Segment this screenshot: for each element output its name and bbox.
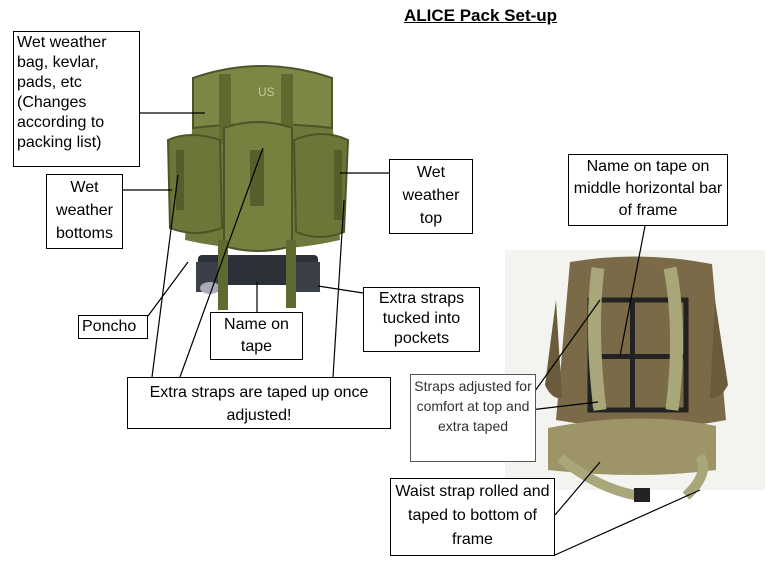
label-name-on-tape: Name on tape [210, 312, 303, 360]
label-name-on-frame: Name on tape on middle horizontal bar of… [568, 154, 728, 226]
label-wet-weather-top: Wet weather top [389, 159, 473, 234]
label-extra-straps-taped: Extra straps are taped up once adjusted! [127, 377, 391, 429]
front-pack-image: US [168, 66, 348, 310]
label-extra-straps-tucked: Extra straps tucked into pockets [363, 287, 480, 352]
pack-us-text: US [258, 85, 275, 99]
label-wet-weather-bottoms: Wet weather bottoms [46, 174, 123, 249]
label-straps-adjusted: Straps adjusted for comfort at top and e… [410, 374, 536, 462]
label-wet-weather-bag: Wet weather bag, kevlar, pads, etc (Chan… [13, 31, 140, 167]
rear-pack-image [505, 250, 765, 502]
label-waist-strap: Waist strap rolled and taped to bottom o… [390, 478, 555, 556]
label-poncho: Poncho [78, 315, 148, 339]
